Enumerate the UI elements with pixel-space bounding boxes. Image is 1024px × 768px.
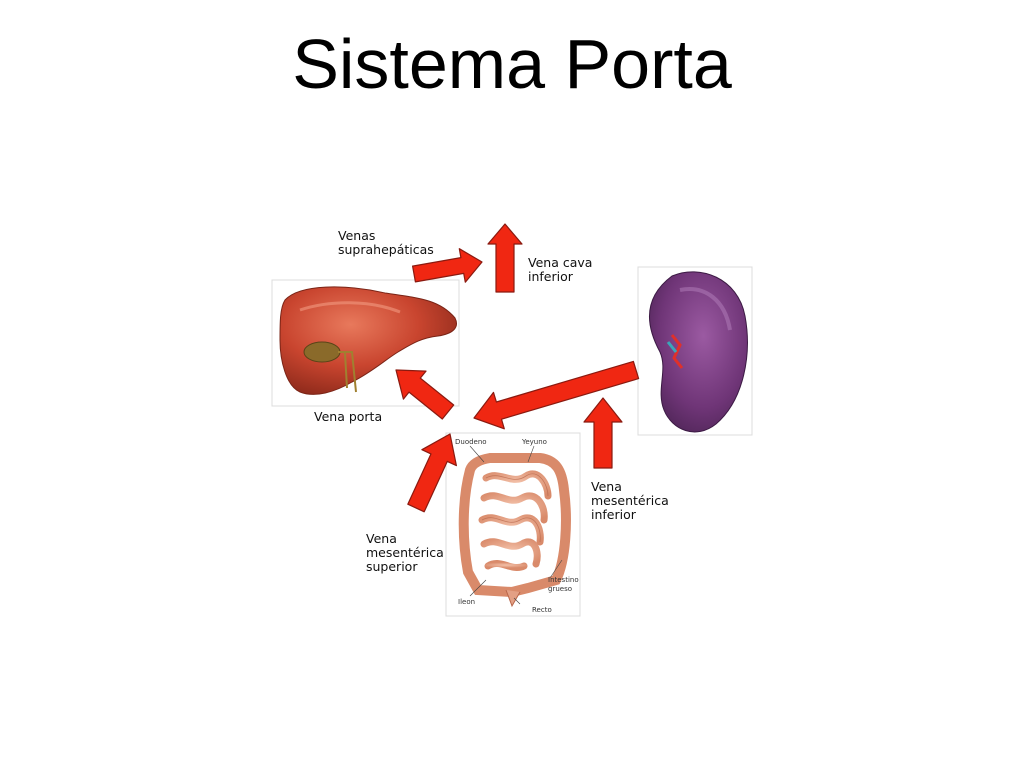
intestine-label-yeyuno: Yeyuno bbox=[521, 438, 547, 446]
arrow-mesenteric-superior bbox=[407, 433, 457, 513]
spleen-image bbox=[637, 266, 753, 436]
intestine-label-recto: Recto bbox=[532, 606, 552, 614]
flow-arrows bbox=[395, 223, 640, 513]
intestine-label-duodeno: Duodeno bbox=[455, 438, 487, 446]
label-vena-porta: Vena porta bbox=[314, 409, 383, 424]
arrow-cava-upward bbox=[487, 223, 523, 293]
arrow-mesenteric-inferior bbox=[583, 397, 623, 469]
label-vena-cava-inferior: Vena cava inferior bbox=[528, 255, 593, 284]
arrow-suprahepatic-to-cava bbox=[412, 248, 483, 283]
arrow-porta-to-liver bbox=[395, 369, 455, 420]
label-venas-suprahepaticas: Venas suprahepáticas bbox=[338, 228, 434, 257]
liver-image bbox=[271, 279, 460, 407]
intestines-image: Duodeno Yeyuno Ileon Recto Intestino gru… bbox=[445, 432, 581, 617]
intestine-label-ileon: Ileon bbox=[458, 598, 475, 606]
arrow-spleen-to-porta bbox=[473, 360, 640, 430]
intestine-label-grueso: grueso bbox=[548, 585, 572, 593]
label-vena-mesenterica-superior: Vena mesentérica superior bbox=[366, 531, 444, 574]
intestine-label-intestino: Intestino bbox=[548, 576, 579, 584]
slide-title: Sistema Porta bbox=[292, 25, 732, 103]
label-vena-mesenterica-inferior: Vena mesentérica inferior bbox=[591, 479, 669, 522]
